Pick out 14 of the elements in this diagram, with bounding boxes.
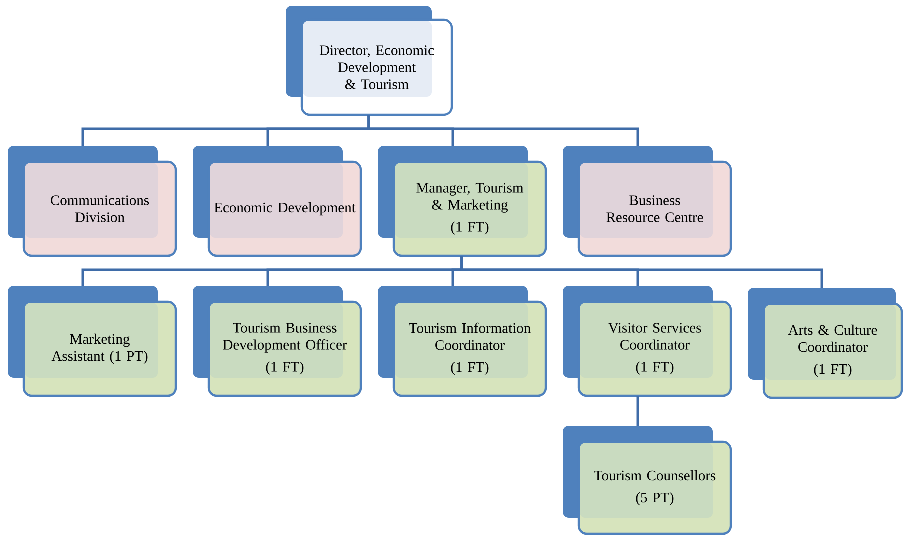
org-box: Visitor Services Coordinator (1 FT) bbox=[563, 286, 732, 398]
org-box: Tourism Information Coordinator (1 FT) bbox=[378, 286, 548, 398]
org-box: Tourism Counsellors (5 PT) bbox=[563, 426, 732, 536]
org-box: Arts & Culture Coordinator (1 FT) bbox=[748, 288, 904, 400]
org-box: Tourism Business Development Officer (1 FT) bbox=[193, 286, 362, 398]
org-box: Economic Development bbox=[193, 146, 362, 258]
org-box: Business Resource Centre bbox=[563, 146, 732, 258]
connector-line bbox=[636, 396, 640, 426]
org-box: Marketing Assistant (1 PT) bbox=[8, 286, 178, 398]
connector-line bbox=[460, 256, 824, 288]
org-box: Director, Economic Development & Tourism bbox=[286, 6, 454, 116]
org-box: Manager, Tourism & Marketing (1 FT) bbox=[378, 146, 548, 258]
org-box: Communications Division bbox=[8, 146, 178, 258]
connector-line bbox=[368, 115, 640, 146]
